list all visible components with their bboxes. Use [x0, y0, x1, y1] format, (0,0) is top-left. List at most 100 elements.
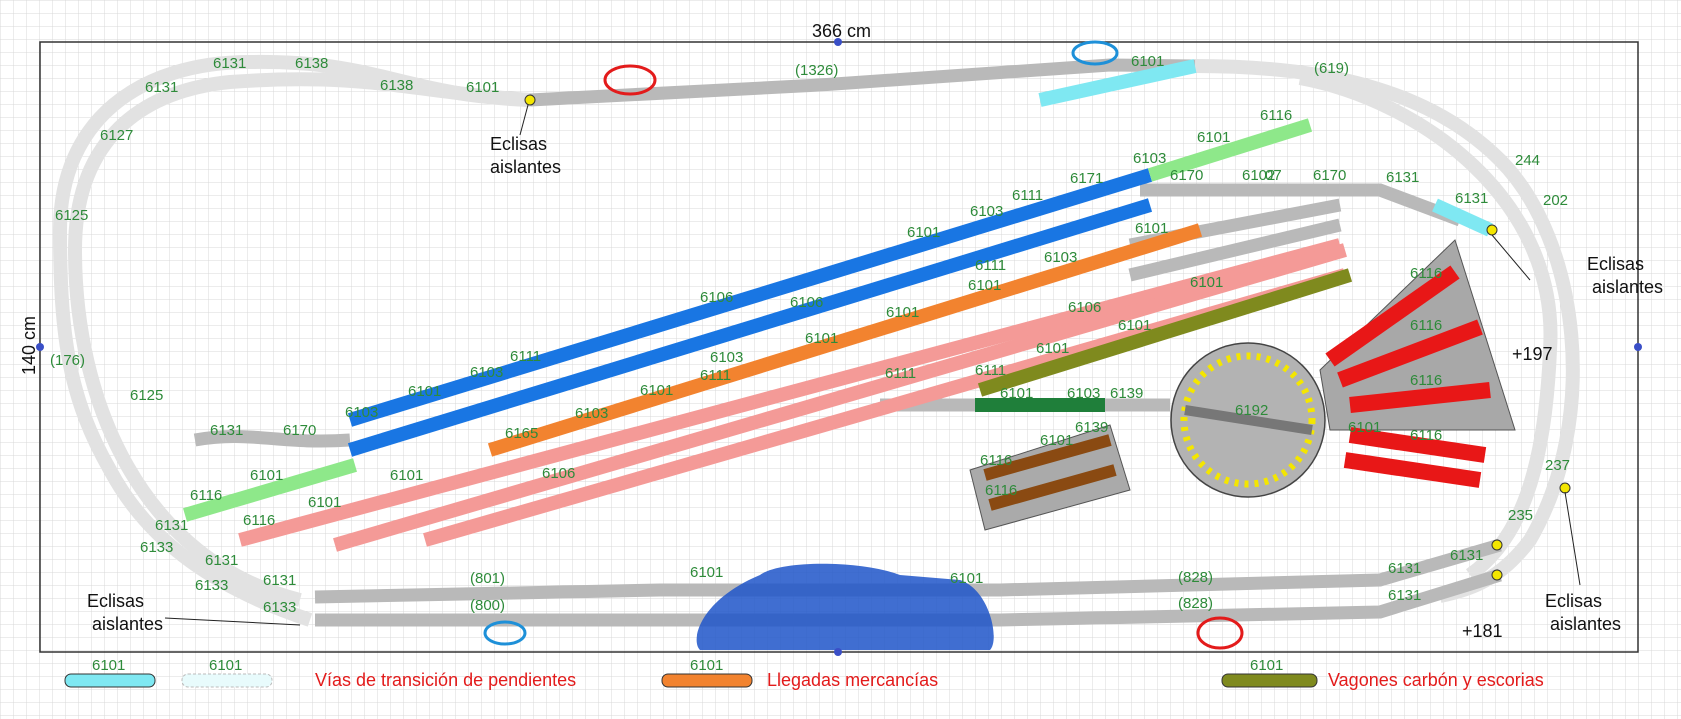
callout-1-line2: aislantes — [490, 157, 561, 177]
height-mark-197: +197 — [1512, 344, 1553, 364]
joiner-dot-5 — [1559, 482, 1571, 494]
roundhouse — [1319, 239, 1516, 488]
label-176: (176) — [50, 352, 85, 369]
label-800: (800) — [470, 597, 505, 614]
label-235: 235 — [1508, 507, 1533, 524]
track-pink-2 — [333, 243, 1347, 552]
label-6111-orange2: 6111 — [700, 367, 731, 384]
label-6101-blue: 6101 — [408, 383, 441, 400]
joiner-dot-4 — [1491, 569, 1503, 581]
callout-3-line2: aislantes — [92, 614, 163, 634]
label-6111-olive: 6111 — [975, 362, 1006, 379]
callout-2-line1: Eclisas — [1587, 254, 1644, 274]
label-6101-orange: 6101 — [1135, 220, 1168, 237]
label-6139-a: 6139 — [1110, 385, 1143, 402]
piece-labels: (1326) (619) 6101 6101 6138 6138 6131 61… — [50, 53, 1570, 616]
left-center-mark — [36, 343, 44, 351]
label-6106-pink: 6106 — [1068, 299, 1101, 316]
label-6106-blue: 6106 — [700, 289, 733, 306]
track-bottom-b — [315, 568, 1502, 627]
label-6139-b: 6139 — [1075, 419, 1108, 436]
legend-code-2: 6101 — [209, 657, 242, 674]
label-828-b: (828) — [1178, 595, 1213, 612]
label-6101-bridge1: 6101 — [690, 564, 723, 581]
width-dimension: 366 cm — [812, 21, 871, 41]
label-6101-orange5: 6101 — [640, 382, 673, 399]
label-6101-shed: 6101 — [1040, 432, 1073, 449]
right-center-mark — [1634, 343, 1642, 351]
label-237: 237 — [1545, 457, 1570, 474]
label-801: (801) — [470, 570, 505, 587]
label-6131-bl2: 6131 — [205, 552, 238, 569]
label-07: 07 — [1265, 167, 1282, 184]
label-6101-bridge2: 6101 — [950, 570, 983, 587]
label-6116-r1: 6116 — [1410, 265, 1442, 282]
track-left-loop — [52, 54, 531, 627]
label-6101-dg: 6101 — [1000, 385, 1033, 402]
label-6127: 6127 — [100, 127, 133, 144]
joiner-dot-3 — [1491, 539, 1503, 551]
label-6101-pink5: 6101 — [390, 467, 423, 484]
track-olive — [977, 268, 1353, 397]
label-6116-r2: 6116 — [1410, 317, 1442, 334]
label-6138-b: 6138 — [295, 55, 328, 72]
track-right-loop-inner — [1298, 71, 1558, 581]
red-marker-bottom — [1196, 616, 1244, 650]
label-6101-orange3: 6101 — [886, 304, 919, 321]
label-1326: (1326) — [795, 62, 838, 79]
label-6116-r3: 6116 — [1410, 372, 1442, 389]
label-6170-right: 6170 — [1313, 167, 1346, 184]
label-6138-a: 6138 — [380, 77, 413, 94]
label-828-a: (828) — [1178, 569, 1213, 586]
stall-3 — [1349, 382, 1491, 413]
red-marker-top — [603, 64, 657, 96]
label-6101-blue3: 6101 — [907, 224, 940, 241]
track-orange — [487, 223, 1203, 457]
label-6103-left: 6103 — [345, 404, 378, 421]
engine-shed — [969, 424, 1131, 531]
label-202: 202 — [1543, 192, 1568, 209]
label-6101-pink3: 6101 — [1036, 340, 1069, 357]
track-top-main — [529, 58, 1196, 107]
label-6101-pink4: 6101 — [308, 494, 341, 511]
label-6102: 6102 — [1242, 167, 1275, 184]
roundhouse-stalls — [1325, 265, 1491, 488]
track-bottom-a — [314, 538, 1502, 604]
legend-swatch-2 — [181, 673, 273, 688]
track-green-left — [183, 458, 357, 522]
isolating-points — [524, 94, 1571, 581]
callout-line-3 — [164, 617, 301, 626]
label-6101-green: 6101 — [1197, 129, 1230, 146]
label-6171: 6171 — [1070, 170, 1103, 187]
turntable — [1170, 342, 1326, 498]
label-6131-bl3: 6131 — [155, 517, 188, 534]
stall-5 — [1343, 452, 1482, 488]
track-pink-1 — [238, 238, 1342, 547]
river — [696, 563, 994, 650]
label-6133-bl2: 6133 — [195, 577, 228, 594]
label-6131-cyan: 6131 — [1455, 190, 1488, 207]
joiner-dot-2 — [1486, 224, 1498, 236]
track-left-loop-inner — [67, 72, 531, 607]
label-6116-r4: 6116 — [1410, 427, 1442, 444]
label-6131-left: 6131 — [145, 79, 178, 96]
legend-code-1: 6101 — [92, 657, 125, 674]
legend-swatch-4 — [1221, 673, 1318, 688]
label-6101-top: 6101 — [1131, 53, 1164, 70]
callout-3-line1: Eclisas — [87, 591, 144, 611]
label-6103-dg: 6103 — [1067, 385, 1100, 402]
label-6111-orange: 6111 — [975, 257, 1006, 274]
callout-line-4 — [1564, 491, 1581, 586]
label-6101-orange2: 6101 — [968, 277, 1001, 294]
callout-line-1 — [519, 104, 529, 136]
label-6103-blue: 6103 — [470, 364, 503, 381]
label-6131-br3: 6131 — [1450, 547, 1483, 564]
stall-4 — [1348, 427, 1487, 463]
label-6125-a: 6125 — [55, 207, 88, 224]
height-dimension: 140 cm — [19, 316, 39, 375]
label-6101-orange4: 6101 — [805, 330, 838, 347]
label-6101-green2: 6101 — [250, 467, 283, 484]
label-6165: 6165 — [505, 425, 538, 442]
label-6111-top: 6111 — [1012, 187, 1043, 204]
callout-1-line1: Eclisas — [490, 134, 547, 154]
